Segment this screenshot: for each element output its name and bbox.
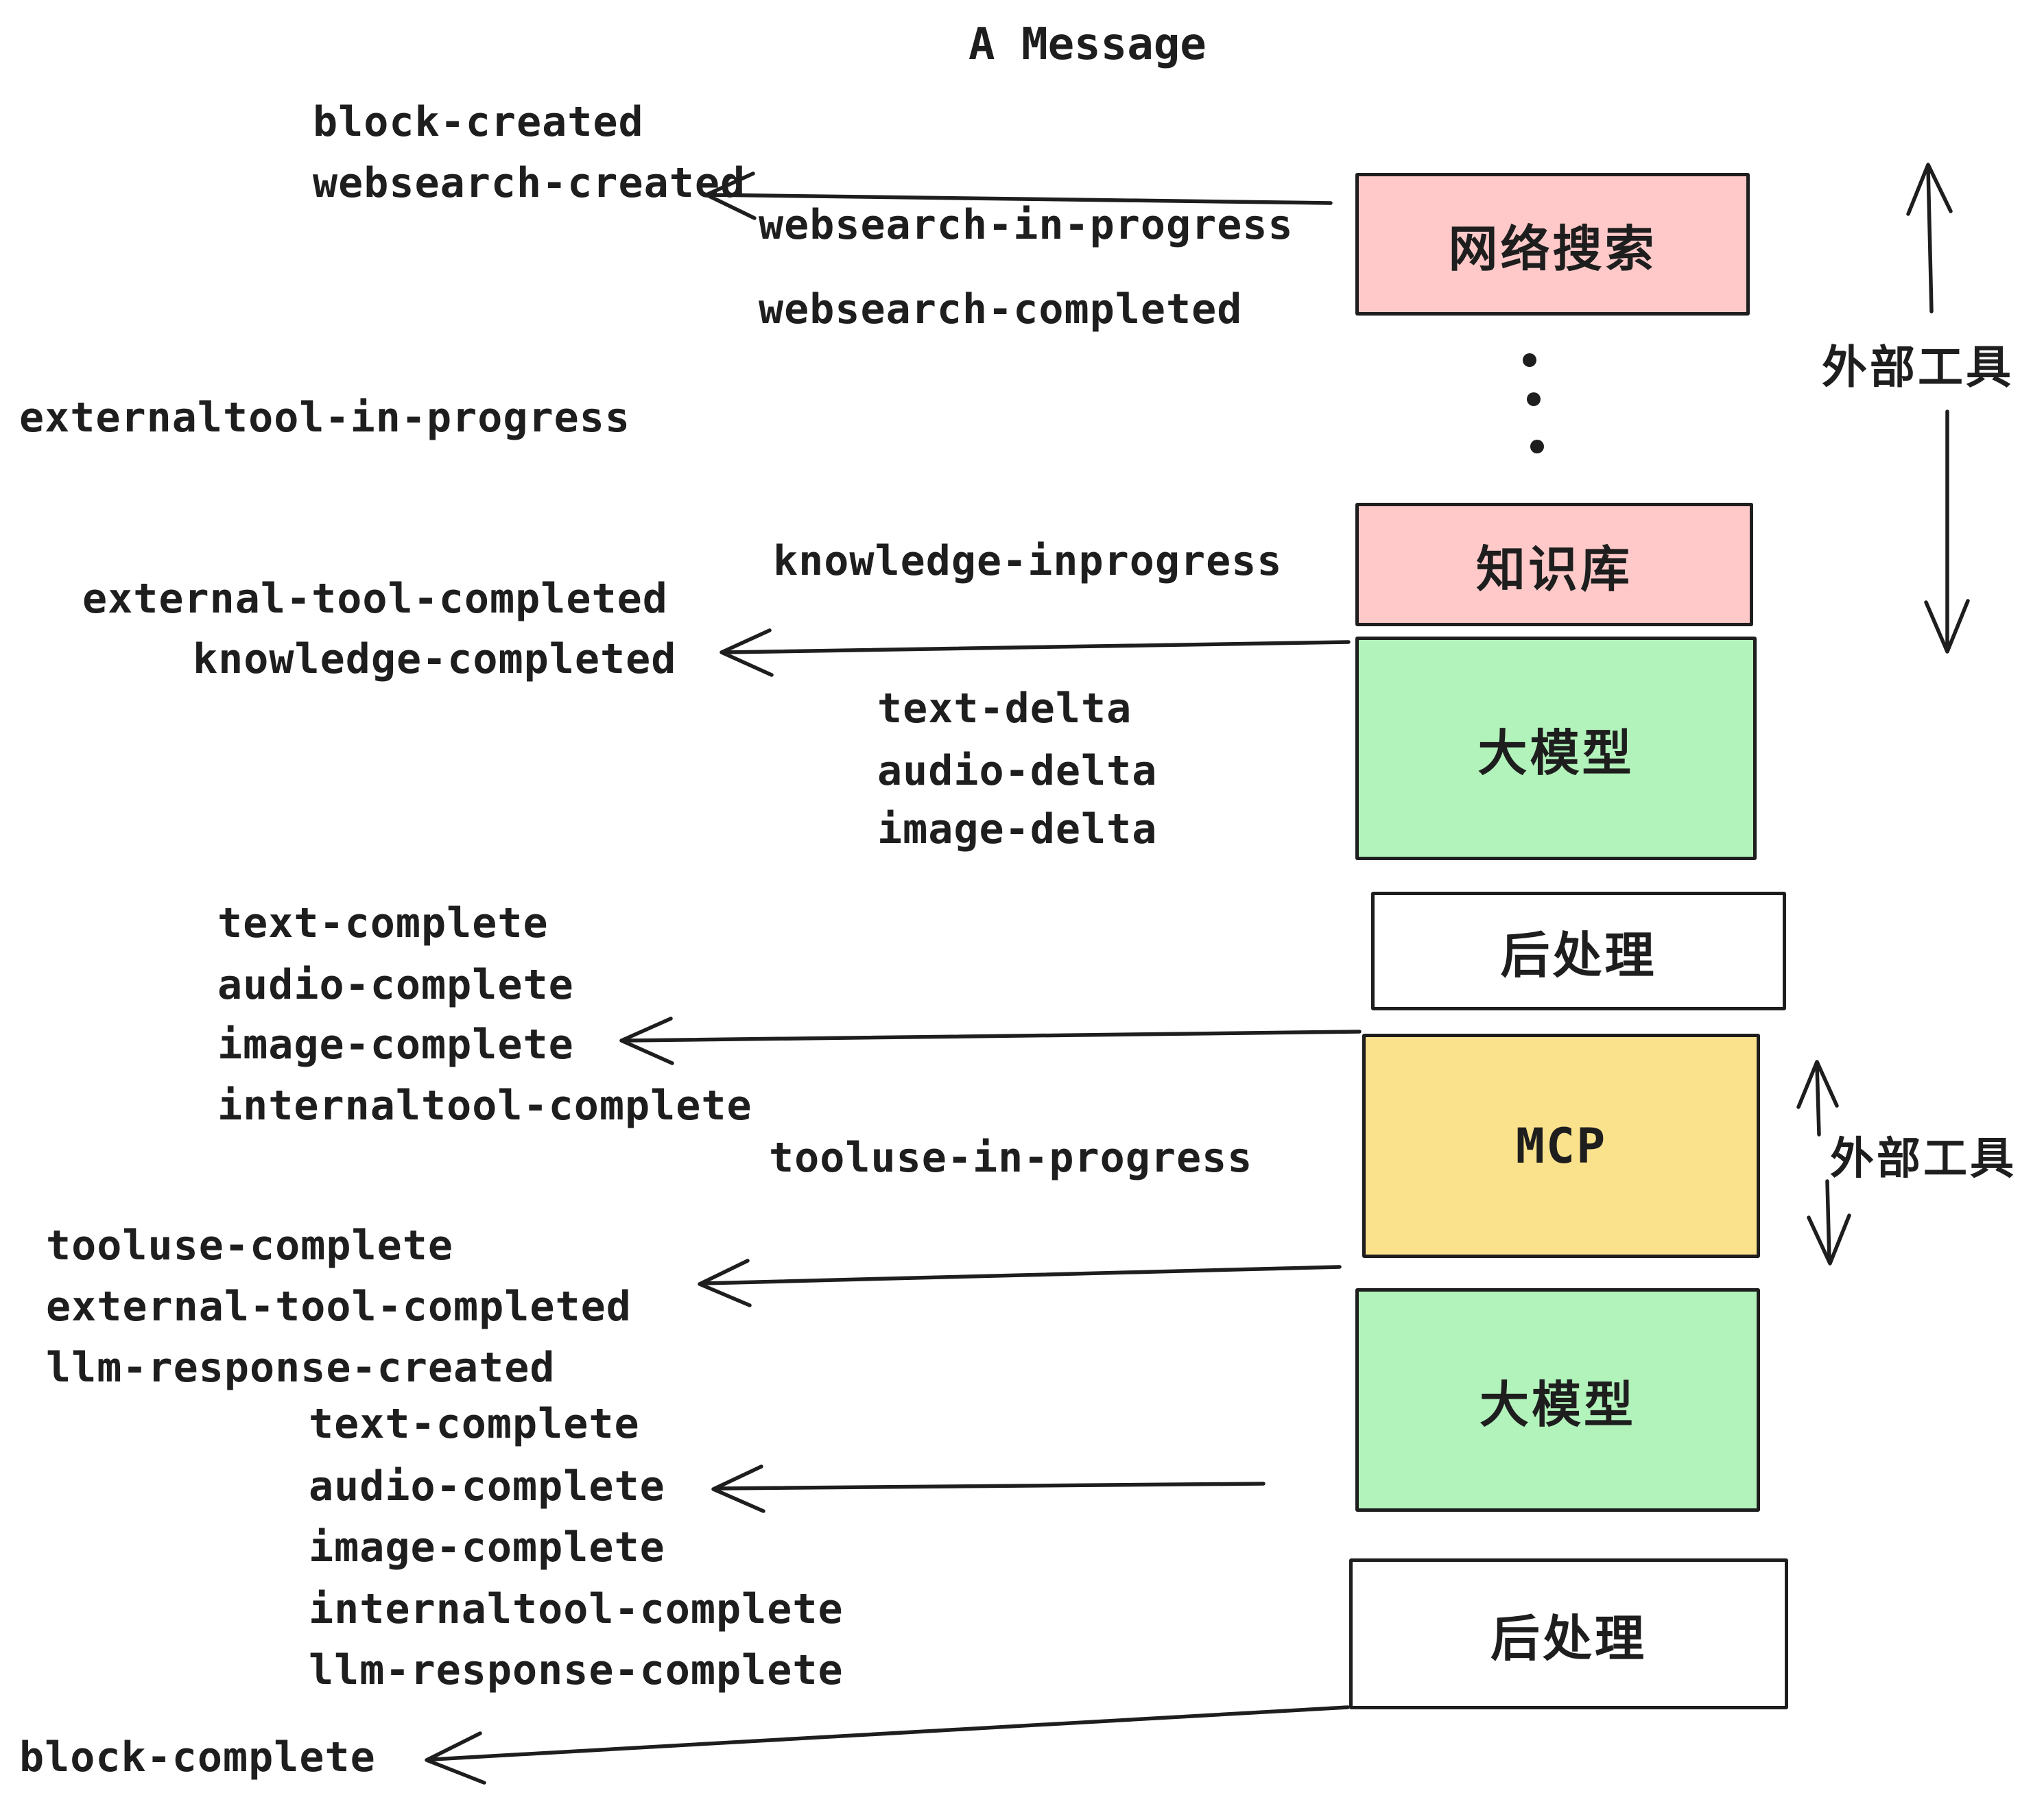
event-externaltool-in-progress: externaltool-in-progress: [19, 394, 630, 442]
node-llm-1-label: 大模型: [1477, 724, 1635, 782]
external-tools-top-arrow-down: [1924, 410, 1970, 654]
event-websearch-completed: websearch-completed: [759, 285, 1243, 333]
event-image-complete-2: image-complete: [309, 1523, 665, 1571]
event-internaltool-complete-2: internaltool-complete: [309, 1585, 844, 1633]
event-llm-response-created: llm-response-created: [46, 1344, 556, 1392]
node-postprocess-1: 后处理: [1371, 892, 1786, 1010]
event-websearch-in-progress: websearch-in-progress: [759, 201, 1294, 249]
event-tooluse-complete: tooluse-complete: [46, 1222, 453, 1270]
arrow-to-audio-complete: [711, 1464, 1265, 1513]
arrow-to-tooluse-complete: [698, 1259, 1342, 1307]
node-llm-2-label: 大模型: [1479, 1375, 1636, 1434]
event-audio-delta: audio-delta: [877, 747, 1158, 795]
event-block-created: block-created: [313, 98, 644, 146]
event-text-delta: text-delta: [877, 685, 1132, 733]
node-mcp: MCP: [1362, 1034, 1760, 1258]
event-external-tool-completed-2: external-tool-completed: [46, 1283, 632, 1331]
node-websearch: 网络搜索: [1355, 173, 1750, 316]
event-text-complete-2: text-complete: [309, 1400, 640, 1448]
node-websearch-label: 网络搜索: [1448, 219, 1657, 278]
event-image-complete: image-complete: [217, 1021, 574, 1069]
node-mcp-label: MCP: [1515, 1117, 1607, 1174]
event-text-complete: text-complete: [217, 899, 549, 947]
annotation-external-tools-top: 外部工具: [1822, 341, 2014, 394]
diagram-title: A Message: [968, 19, 1207, 70]
event-image-delta: image-delta: [877, 805, 1158, 853]
node-postprocess-2: 后处理: [1349, 1558, 1788, 1709]
event-audio-complete: audio-complete: [217, 961, 574, 1009]
annotation-external-tools-mcp: 外部工具: [1830, 1134, 2017, 1185]
node-knowledge: 知识库: [1355, 503, 1753, 626]
event-audio-complete-2: audio-complete: [309, 1462, 665, 1510]
node-llm-2: 大模型: [1355, 1288, 1760, 1512]
event-llm-response-complete: llm-response-complete: [309, 1646, 844, 1694]
external-tools-top-arrow-up: [1906, 163, 1953, 313]
event-block-complete: block-complete: [19, 1733, 376, 1781]
node-postprocess-1-label: 后处理: [1500, 927, 1657, 984]
external-tools-mcp-arrow-up: [1796, 1060, 1839, 1137]
event-external-tool-completed: external-tool-completed: [82, 575, 668, 623]
arrow-to-knowledge-completed: [720, 628, 1351, 677]
node-knowledge-label: 知识库: [1475, 540, 1632, 598]
event-knowledge-completed: knowledge-completed: [193, 635, 677, 683]
event-websearch-created: websearch-created: [313, 159, 746, 207]
node-llm-1: 大模型: [1355, 637, 1757, 860]
arrow-to-websearch-created: [704, 171, 1333, 220]
node-postprocess-2-label: 后处理: [1490, 1609, 1647, 1667]
event-internaltool-complete: internaltool-complete: [217, 1082, 752, 1130]
arrow-to-image-complete: [619, 1017, 1362, 1065]
vertical-ellipsis-icon: [1523, 353, 1544, 453]
arrow-to-block-complete: [425, 1705, 1350, 1785]
event-tooluse-in-progress: tooluse-in-progress: [769, 1134, 1253, 1182]
external-tools-mcp-arrow-down: [1807, 1179, 1851, 1266]
event-knowledge-inprogress: knowledge-inprogress: [773, 537, 1283, 585]
